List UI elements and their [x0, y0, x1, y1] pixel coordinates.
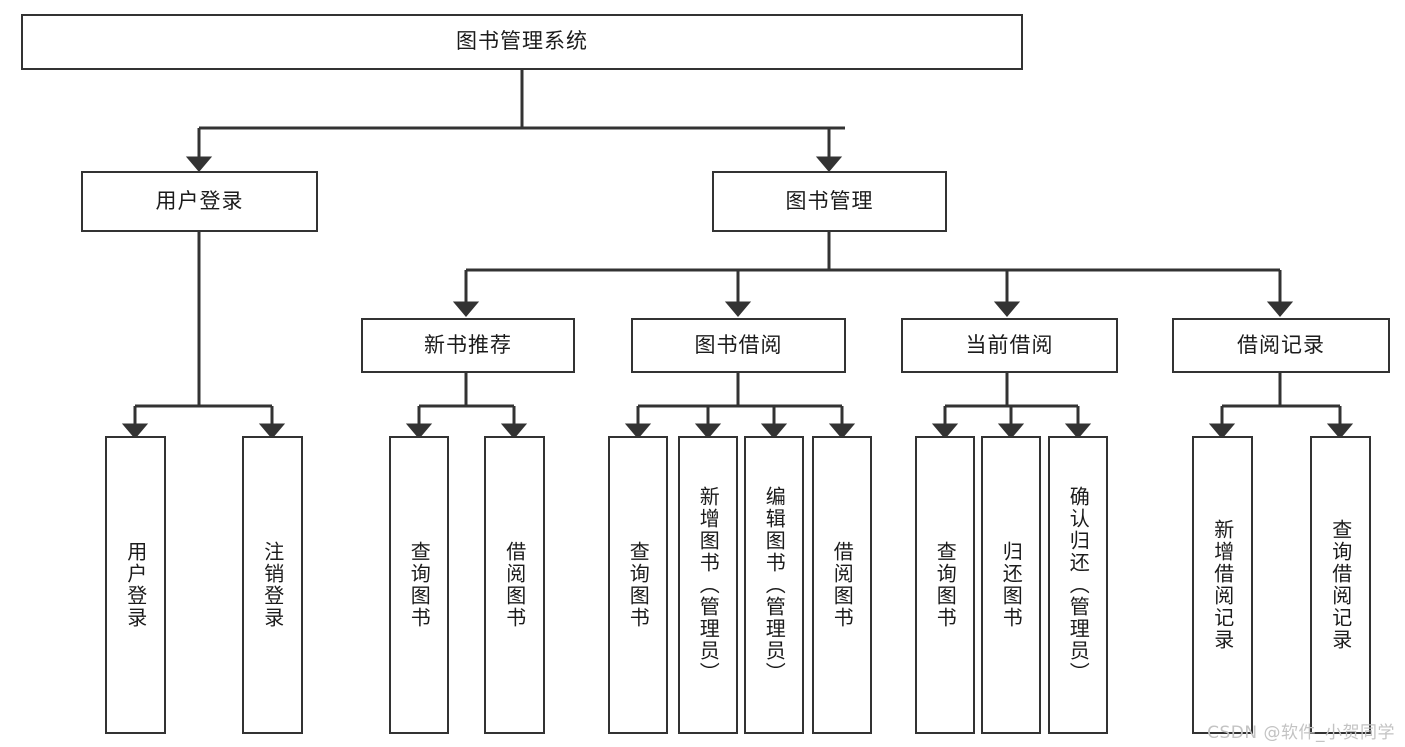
node-leaf-user-logout[interactable]: 注销登录: [242, 436, 303, 734]
node-label: 借阅图书: [830, 541, 855, 629]
node-root[interactable]: 图书管理系统: [21, 14, 1023, 70]
node-label: 图书管理: [785, 188, 874, 213]
node-label: 图书管理系统: [456, 29, 588, 54]
node-label: 查询图书: [933, 541, 958, 629]
node-label: 归还图书: [999, 541, 1024, 629]
node-leaf-user-login[interactable]: 用户登录: [105, 436, 166, 734]
node-borrow-records[interactable]: 借阅记录: [1172, 318, 1390, 373]
node-label: 图书借阅: [694, 332, 783, 357]
node-label: 查询借阅记录: [1328, 519, 1353, 651]
node-leaf-borrow-lend-book[interactable]: 借阅图书: [812, 436, 872, 734]
node-label: 用户登录: [123, 541, 148, 629]
node-label: 编辑图书（管理员）: [762, 486, 787, 684]
node-label: 新增图书（管理员）: [696, 486, 721, 684]
node-leaf-record-query[interactable]: 查询借阅记录: [1310, 436, 1371, 734]
node-new-book-recommend[interactable]: 新书推荐: [361, 318, 575, 373]
node-label: 确认归还（管理员）: [1066, 486, 1091, 684]
node-leaf-borrow-query-book[interactable]: 查询图书: [608, 436, 668, 734]
node-label: 借阅图书: [502, 541, 527, 629]
node-label: 注销登录: [260, 541, 285, 629]
node-leaf-record-add[interactable]: 新增借阅记录: [1192, 436, 1253, 734]
node-label: 查询图书: [626, 541, 651, 629]
node-leaf-new-borrow-book[interactable]: 借阅图书: [484, 436, 545, 734]
node-label: 借阅记录: [1237, 332, 1325, 357]
watermark: CSDN @软件_小贺同学: [1207, 723, 1395, 743]
node-label: 查询图书: [407, 541, 432, 629]
node-leaf-borrow-add-book[interactable]: 新增图书（管理员）: [678, 436, 738, 734]
node-label: 用户登录: [155, 188, 244, 213]
node-book-borrow[interactable]: 图书借阅: [631, 318, 846, 373]
node-label: 新书推荐: [424, 332, 512, 357]
node-label: 当前借阅: [965, 332, 1054, 357]
node-leaf-borrow-edit-book[interactable]: 编辑图书（管理员）: [744, 436, 804, 734]
node-leaf-new-query-book[interactable]: 查询图书: [389, 436, 449, 734]
node-label: 新增借阅记录: [1210, 519, 1235, 651]
node-book-management[interactable]: 图书管理: [712, 171, 947, 232]
node-leaf-current-query-book[interactable]: 查询图书: [915, 436, 975, 734]
node-current-borrow[interactable]: 当前借阅: [901, 318, 1118, 373]
node-leaf-current-confirm-return[interactable]: 确认归还（管理员）: [1048, 436, 1108, 734]
node-user-login[interactable]: 用户登录: [81, 171, 318, 232]
node-leaf-current-return-book[interactable]: 归还图书: [981, 436, 1041, 734]
